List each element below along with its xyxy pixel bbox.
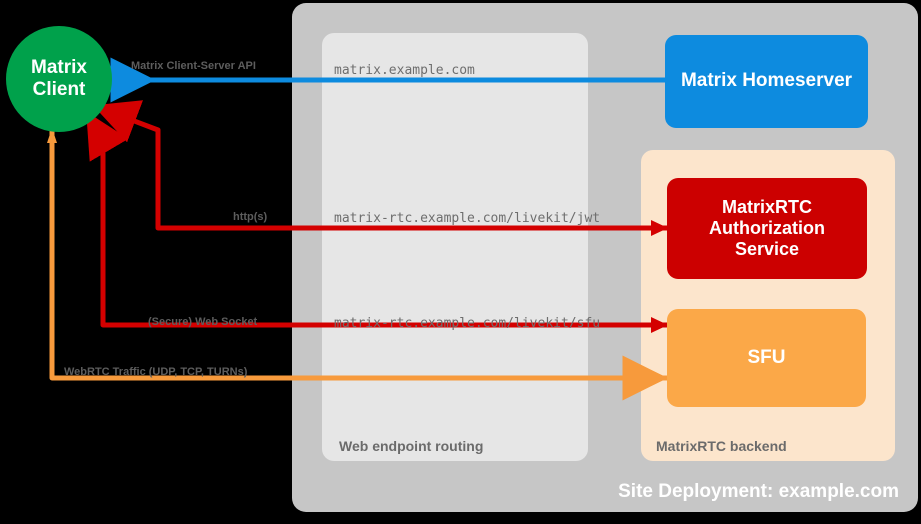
- matrix-client-label: Matrix Client: [31, 56, 87, 100]
- web-endpoint-routing-panel: [322, 33, 588, 461]
- link-label-websocket: (Secure) Web Socket: [148, 316, 258, 328]
- sfu-label: SFU: [747, 346, 786, 368]
- node-matrixrtc-authorization-service[interactable]: MatrixRTC Authorization Service: [667, 178, 867, 279]
- link-label-matrix-client-server-api: Matrix Client-Server API: [131, 60, 256, 72]
- node-matrix-homeserver[interactable]: Matrix Homeserver: [665, 35, 868, 128]
- connector-websocket-sfu: [86, 111, 660, 328]
- link-label-https: http(s): [233, 211, 268, 223]
- node-sfu[interactable]: SFU: [667, 309, 866, 407]
- panel-label-site-deployment: Site Deployment: example.com: [618, 481, 899, 502]
- node-matrix-client[interactable]: Matrix Client: [6, 26, 112, 132]
- connector-arrowheads-right: [651, 220, 672, 386]
- link-label-webrtc-traffic: WebRTC Traffic (UDP, TCP, TURNs): [64, 366, 248, 378]
- auth-service-label: MatrixRTC Authorization Service: [709, 196, 825, 260]
- homeserver-label: Matrix Homeserver: [680, 70, 853, 92]
- panel-label-web-endpoint-routing: Web endpoint routing: [339, 438, 484, 454]
- panel-label-matrixrtc-backend: MatrixRTC backend: [656, 438, 787, 454]
- connector-webrtc-traffic: [47, 128, 668, 401]
- endpoint-livekit-jwt: matrix-rtc.example.com/livekit/jwt: [334, 211, 601, 226]
- endpoint-matrix-example-com: matrix.example.com: [334, 63, 475, 78]
- connector-https-jwt: [92, 100, 660, 231]
- endpoint-livekit-sfu: matrix-rtc.example.com/livekit/sfu: [334, 316, 601, 331]
